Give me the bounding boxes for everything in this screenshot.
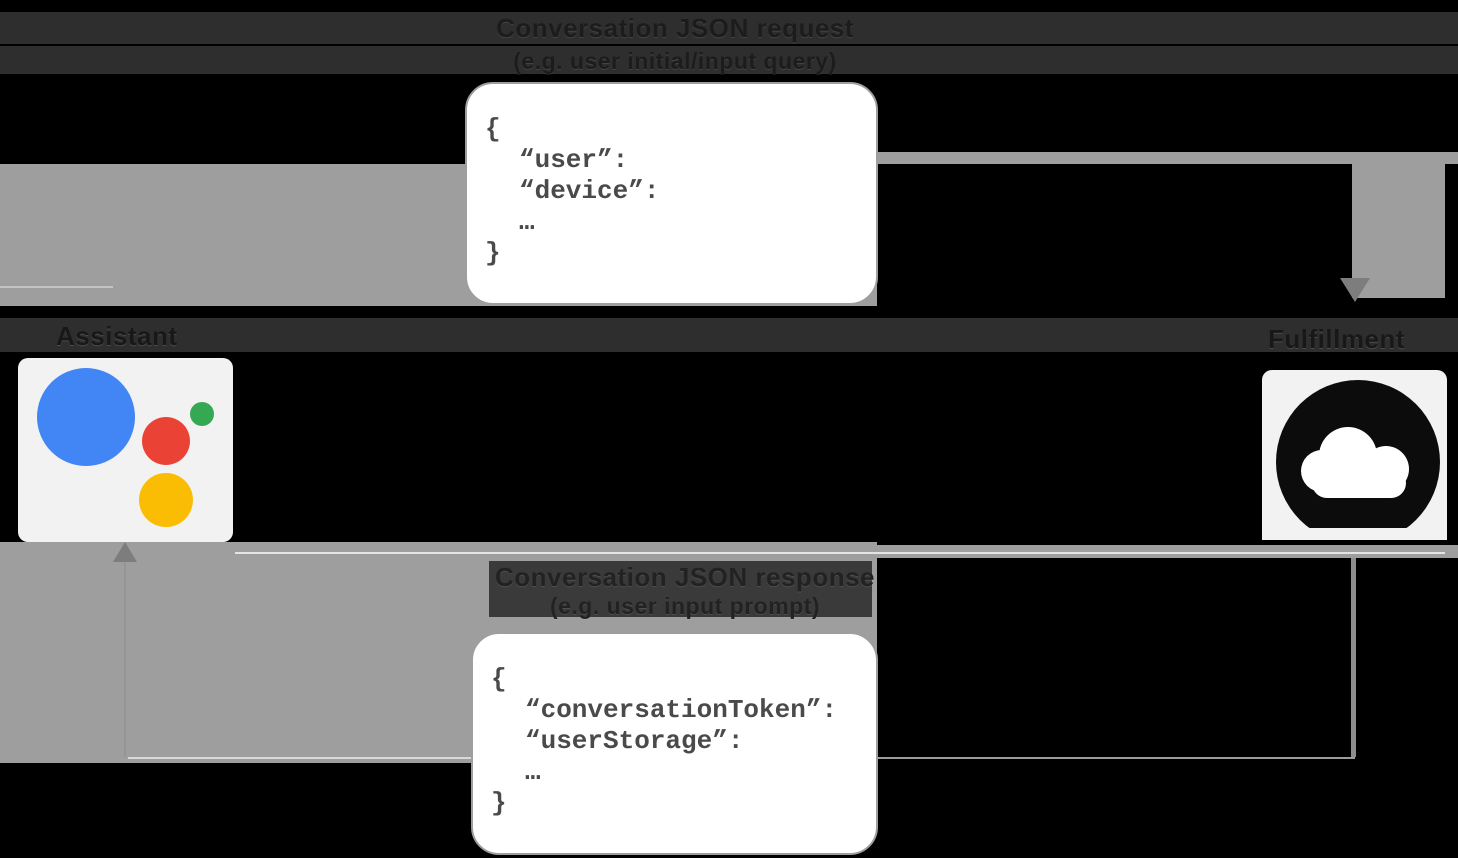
json-request-box: { “user”: “device”: … } <box>465 82 878 305</box>
fulfillment-card <box>1262 370 1447 544</box>
code-line: { <box>485 114 501 144</box>
response-title-stripe <box>489 561 872 617</box>
request-title: Conversation JSON request <box>496 13 854 43</box>
code-line: “device”: <box>519 176 660 206</box>
code-line: } <box>485 238 501 268</box>
node-label-band <box>0 318 1458 352</box>
code-line: { <box>491 664 507 694</box>
response-arrow-line-top <box>235 552 1445 554</box>
response-arrow-vertical-line <box>1351 558 1356 757</box>
code-line: … <box>519 207 535 237</box>
code-line: “userStorage”: <box>525 726 744 756</box>
arrow-detail-line <box>0 286 113 288</box>
code-line: “conversationToken”: <box>525 695 838 725</box>
fulfillment-label: Fulfillment <box>1268 324 1405 354</box>
json-request-code: { “user”: “device”: … } <box>467 84 876 269</box>
response-arrow-connector <box>877 545 1458 558</box>
response-arrow-stem <box>124 560 126 757</box>
response-subtitle: (e.g. user input prompt) <box>549 593 821 619</box>
code-line: … <box>525 757 541 787</box>
assistant-card <box>18 358 233 542</box>
response-title: Conversation JSON response <box>495 562 875 592</box>
json-response-code: { “conversationToken”: “userStorage”: … … <box>473 634 876 819</box>
request-title-stripe-2 <box>0 46 1458 74</box>
json-response-box: { “conversationToken”: “userStorage”: … … <box>471 632 878 855</box>
assistant-logo-icon <box>37 368 214 527</box>
code-line: } <box>491 788 507 818</box>
arrowhead-down-icon <box>1340 278 1370 302</box>
request-title-stripe-1 <box>0 12 1458 44</box>
cloud-icon <box>1262 380 1447 544</box>
code-line: “user”: <box>519 145 629 175</box>
request-arrow-vertical <box>1352 152 1445 298</box>
arrowhead-up-icon <box>113 542 137 562</box>
request-subtitle: (e.g. user initial/input query) <box>513 48 837 74</box>
request-arrow-connector <box>877 152 1458 164</box>
assistant-label: Assistant <box>56 321 178 351</box>
